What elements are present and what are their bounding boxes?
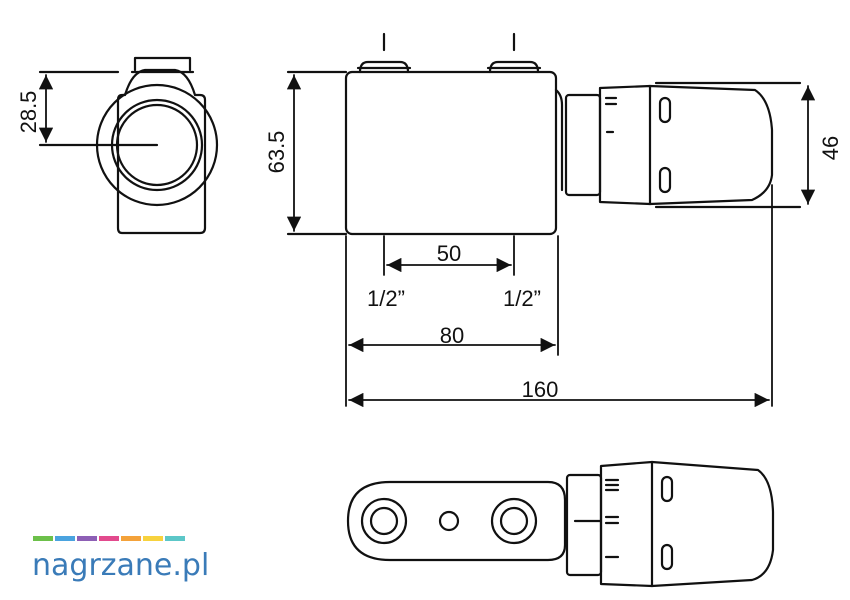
side-view-top-cap [133, 56, 192, 72]
top-view-right-port-inner [499, 506, 529, 536]
top-view-adapter [565, 473, 603, 577]
front-thermo-head [598, 84, 774, 206]
top-view-left-port-inner [369, 506, 399, 536]
dim-63-5-label: 63.5 [264, 131, 289, 174]
head-grip-bottom [658, 166, 672, 194]
front-view [286, 32, 816, 408]
thread-left-label: 1/2” [367, 286, 405, 311]
brand-stripe [99, 536, 119, 541]
brand-stripe [55, 536, 75, 541]
dim-160-label: 160 [522, 377, 559, 402]
brand-stripe [33, 536, 53, 541]
thread-right-label: 1/2” [503, 286, 541, 311]
side-view-body-outline [116, 68, 207, 235]
top-view-right-port-outer [490, 497, 538, 545]
front-body [344, 70, 558, 236]
brand-stripe [77, 536, 97, 541]
dim-80-label: 80 [440, 323, 464, 348]
side-view [38, 56, 219, 235]
brand-stripe [143, 536, 163, 541]
brand-text: nagrzane.pl [32, 548, 209, 583]
front-adapter [564, 93, 602, 197]
brand-stripes [33, 536, 185, 541]
dim-28-5-label: 28.5 [16, 91, 41, 134]
top-view [346, 460, 775, 588]
top-view-body [346, 480, 567, 562]
brand-stripe [165, 536, 185, 541]
dim-50-label: 50 [437, 241, 461, 266]
top-view-left-port-outer [360, 497, 408, 545]
top-view-center-hole [438, 510, 460, 532]
brand-logo: nagrzane.pl [32, 536, 209, 583]
head-grip-top [658, 96, 672, 124]
front-right-nozzle [488, 60, 540, 74]
dim-46-label: 46 [818, 136, 843, 160]
front-left-nozzle [358, 60, 410, 74]
top-view-grip-top [660, 475, 674, 503]
top-view-grip-bottom [660, 543, 674, 571]
front-body-side-notch [554, 88, 564, 192]
brand-stripe [121, 536, 141, 541]
top-view-thermo-head [599, 460, 775, 588]
